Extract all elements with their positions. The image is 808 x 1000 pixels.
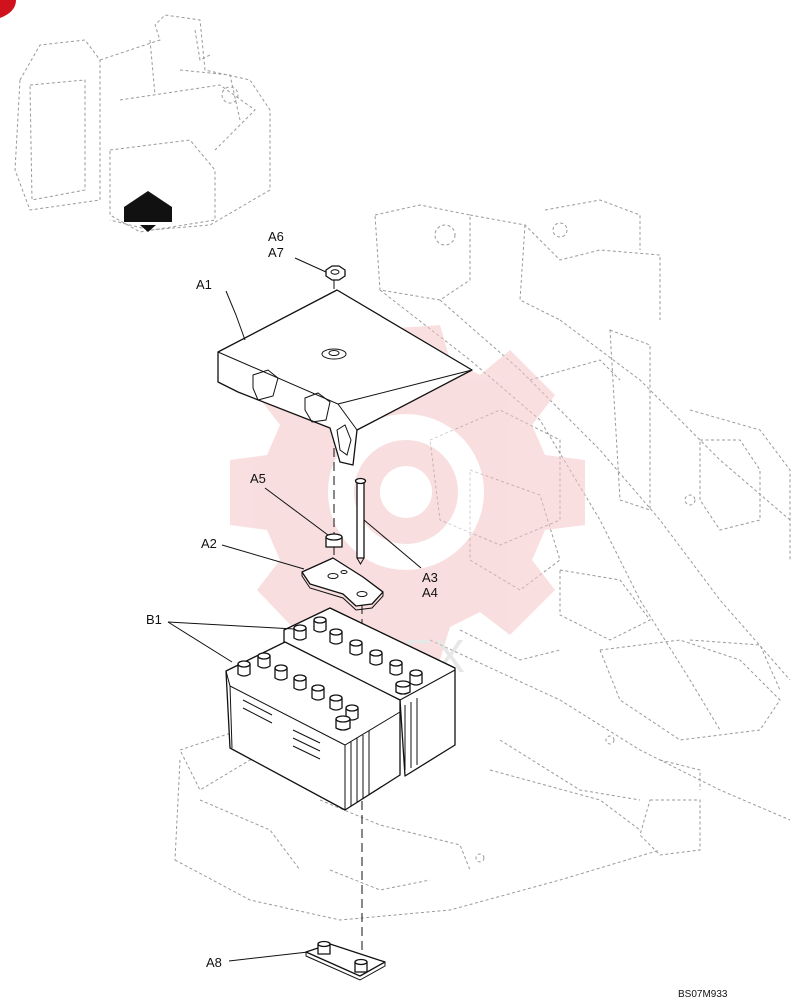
label-a4: A4	[422, 585, 438, 600]
battery-cap	[257, 652, 271, 669]
battery-cap	[409, 669, 423, 686]
battery-cap	[293, 624, 307, 641]
battery-cap	[389, 659, 403, 676]
battery-cover-a1	[217, 289, 473, 466]
leader-lines	[167, 257, 422, 962]
label-a2: A2	[201, 536, 217, 551]
battery-cap	[329, 628, 343, 645]
battery-cap	[311, 684, 325, 701]
nut-a6-a7	[325, 265, 346, 281]
corner-marker	[0, 0, 16, 18]
battery-b1-front	[225, 641, 401, 811]
battery-cap	[313, 616, 327, 633]
battery-cap	[349, 639, 363, 656]
label-b1: B1	[146, 612, 162, 627]
collar-a5	[325, 533, 343, 548]
bracket-a8	[305, 940, 386, 981]
view-direction-arrow-icon	[124, 191, 172, 232]
label-a1: A1	[196, 277, 212, 292]
battery-cap	[329, 694, 343, 711]
battery-terminal	[335, 715, 351, 731]
battery-bracket-a2	[301, 557, 384, 611]
battery-cap	[293, 674, 307, 691]
battery-cap	[237, 660, 251, 677]
battery-cap	[369, 649, 383, 666]
machine-locator-thumbnail	[14, 14, 271, 233]
label-a6: A6	[268, 229, 284, 244]
label-a7: A7	[268, 245, 284, 260]
drawing-code: BS07M933	[678, 989, 728, 1000]
label-a5: A5	[250, 471, 266, 486]
battery-terminal	[395, 680, 411, 695]
label-a8: A8	[206, 955, 222, 970]
label-a3: A3	[422, 570, 438, 585]
bolt-a3-a4	[354, 477, 367, 565]
battery-cap	[274, 664, 288, 681]
battery-caps	[237, 616, 423, 731]
